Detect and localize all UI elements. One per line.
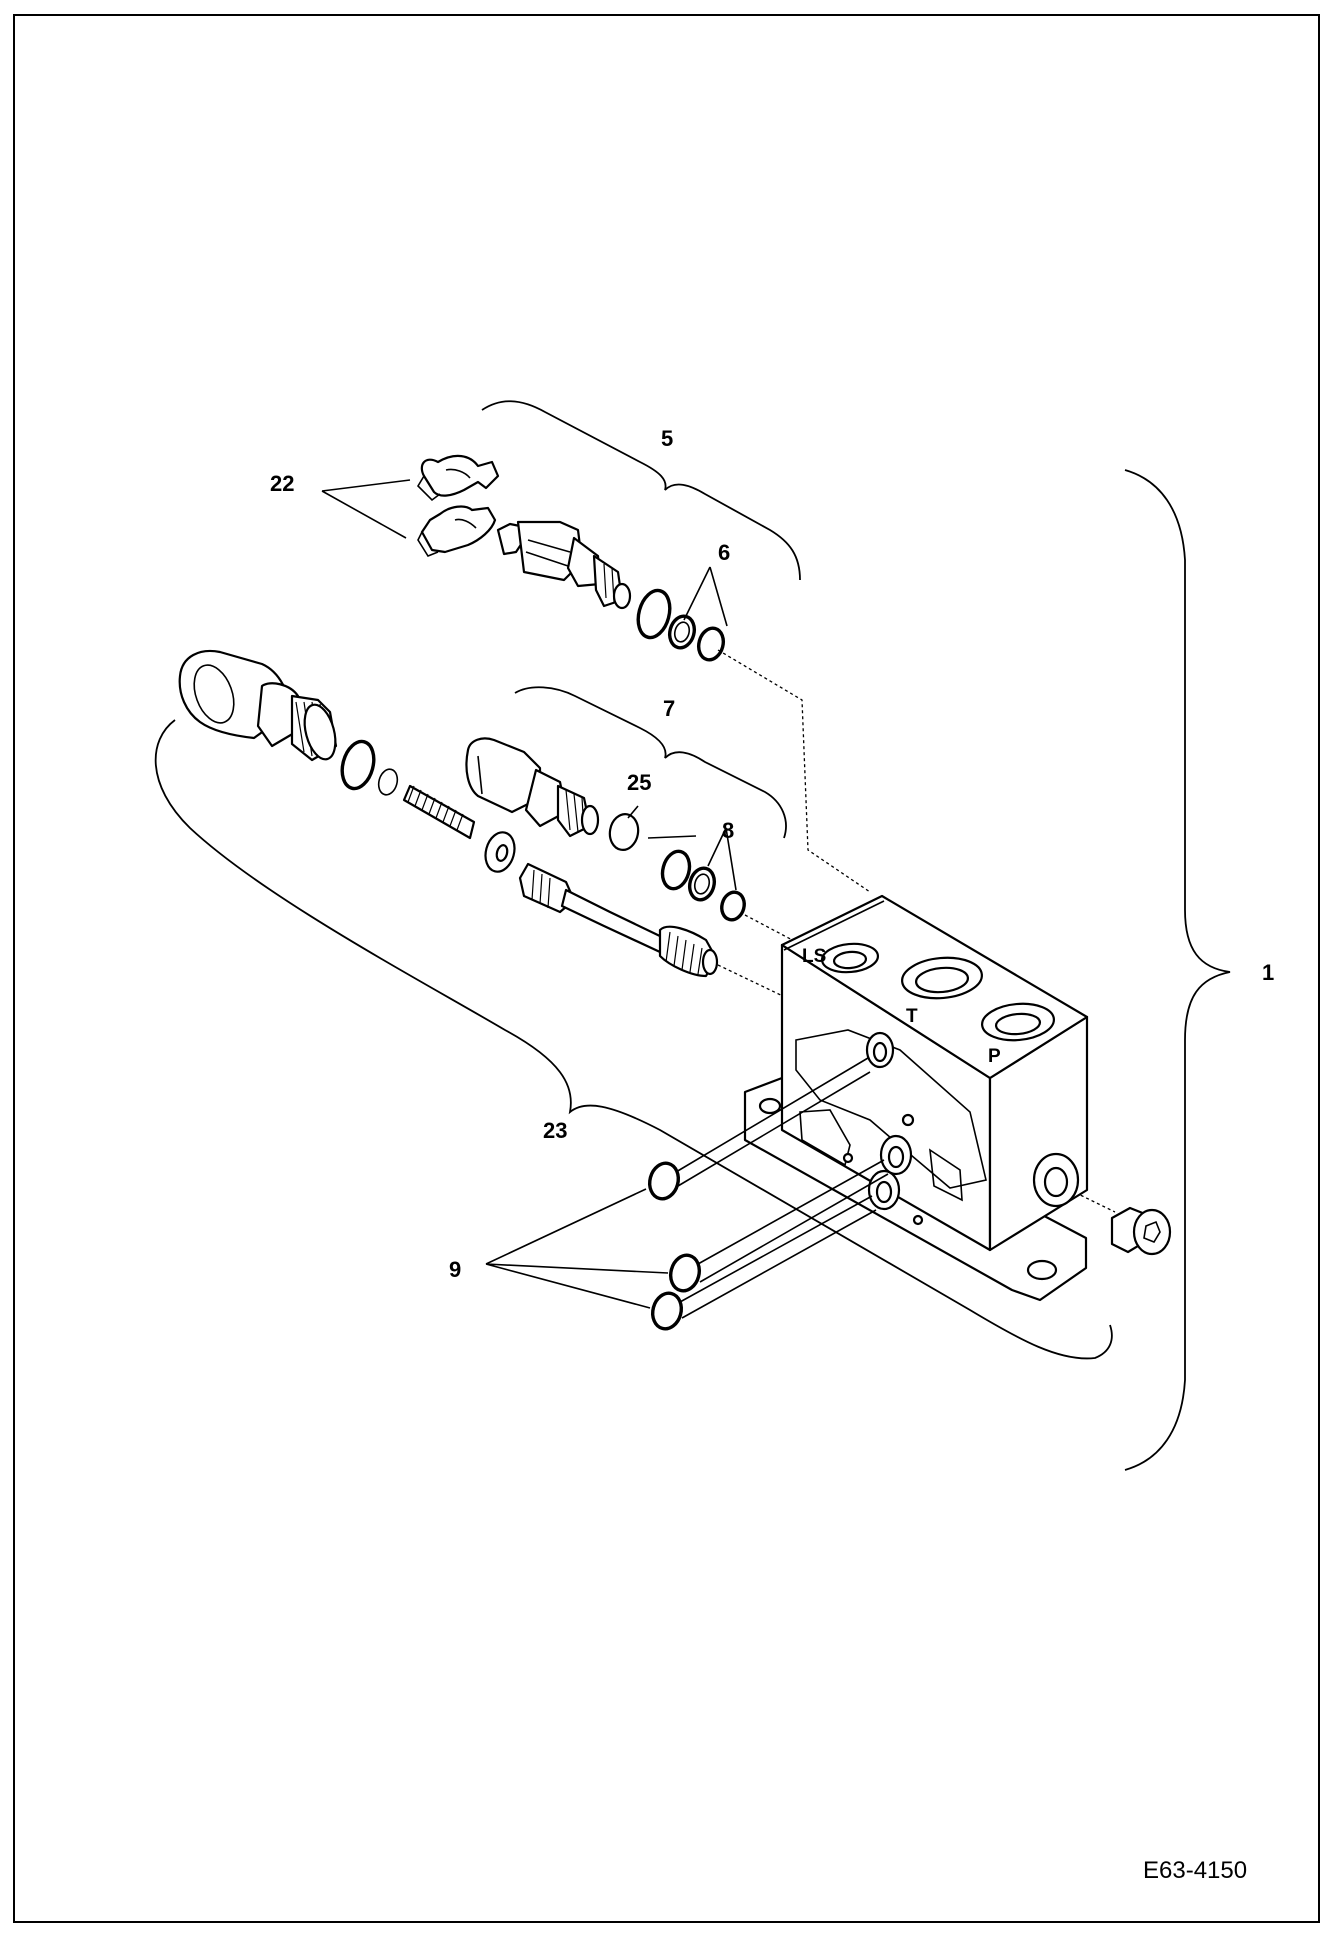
port-label-ls: LS xyxy=(802,946,826,967)
part-spool xyxy=(518,862,719,978)
assembly-line-group-5 xyxy=(717,649,871,893)
callout-1: 1 xyxy=(1262,960,1274,985)
assembly-line-9-lower xyxy=(679,1195,877,1319)
part-6-backup-ring xyxy=(667,614,697,650)
part-shim-disc xyxy=(377,768,399,796)
callout-8: 8 xyxy=(722,818,734,843)
part-22-clip-lower xyxy=(417,505,497,557)
part-5-valve-cartridge xyxy=(496,520,632,610)
port-t-hole xyxy=(901,956,983,1000)
sheet-border xyxy=(13,14,1320,1923)
part-25-disc xyxy=(608,813,640,851)
part-spring xyxy=(402,784,476,840)
part-9-o-ring-upper xyxy=(647,1161,681,1201)
part-6-o-ring-large xyxy=(636,588,672,640)
leader-8 xyxy=(647,827,737,891)
drawing-code: E63-4150 xyxy=(1143,1857,1247,1884)
part-plug-screw xyxy=(1110,1206,1172,1256)
leader-9 xyxy=(485,1188,669,1309)
part-1-valve-body xyxy=(743,894,1089,1302)
callout-9: 9 xyxy=(449,1257,461,1282)
mount-hole-right xyxy=(1026,1259,1058,1281)
callout-23: 23 xyxy=(543,1118,567,1143)
part-o-ring-plug xyxy=(340,739,376,791)
port-label-p: P xyxy=(988,1046,1001,1067)
assembly-line-9-upper xyxy=(675,1057,871,1187)
port-ls-hole xyxy=(820,942,880,974)
part-7-relief-valve xyxy=(465,737,600,838)
assembly-line-group-8 xyxy=(744,914,816,953)
part-9-o-ring-lower xyxy=(650,1291,684,1331)
leader-6 xyxy=(683,566,728,627)
part-8-backup-ring xyxy=(687,866,717,902)
part-8-o-ring-small xyxy=(720,890,746,922)
callout-22: 22 xyxy=(270,471,294,496)
callout-5: 5 xyxy=(661,426,673,451)
brace-group-1 xyxy=(1124,469,1231,1471)
part-8-o-ring-large xyxy=(660,849,692,891)
port-p-hole xyxy=(981,1002,1055,1042)
part-9-o-ring-middle xyxy=(668,1253,702,1293)
leader-22 xyxy=(321,479,411,539)
callout-7: 7 xyxy=(663,696,675,721)
part-washer xyxy=(484,831,516,873)
mount-hole-left xyxy=(758,1097,782,1115)
callout-6: 6 xyxy=(718,540,730,565)
brace-group-23 xyxy=(154,719,1113,1360)
part-6-o-ring-small xyxy=(696,626,726,662)
brace-group-7 xyxy=(514,686,787,839)
part-valve-plug-cap xyxy=(178,649,338,762)
brace-group-5 xyxy=(481,400,801,581)
port-label-t: T xyxy=(906,1006,918,1027)
callout-25: 25 xyxy=(627,770,651,795)
leader-25 xyxy=(627,805,639,819)
assembly-line-9-middle xyxy=(697,1159,889,1283)
part-22-clip-upper xyxy=(416,454,500,502)
